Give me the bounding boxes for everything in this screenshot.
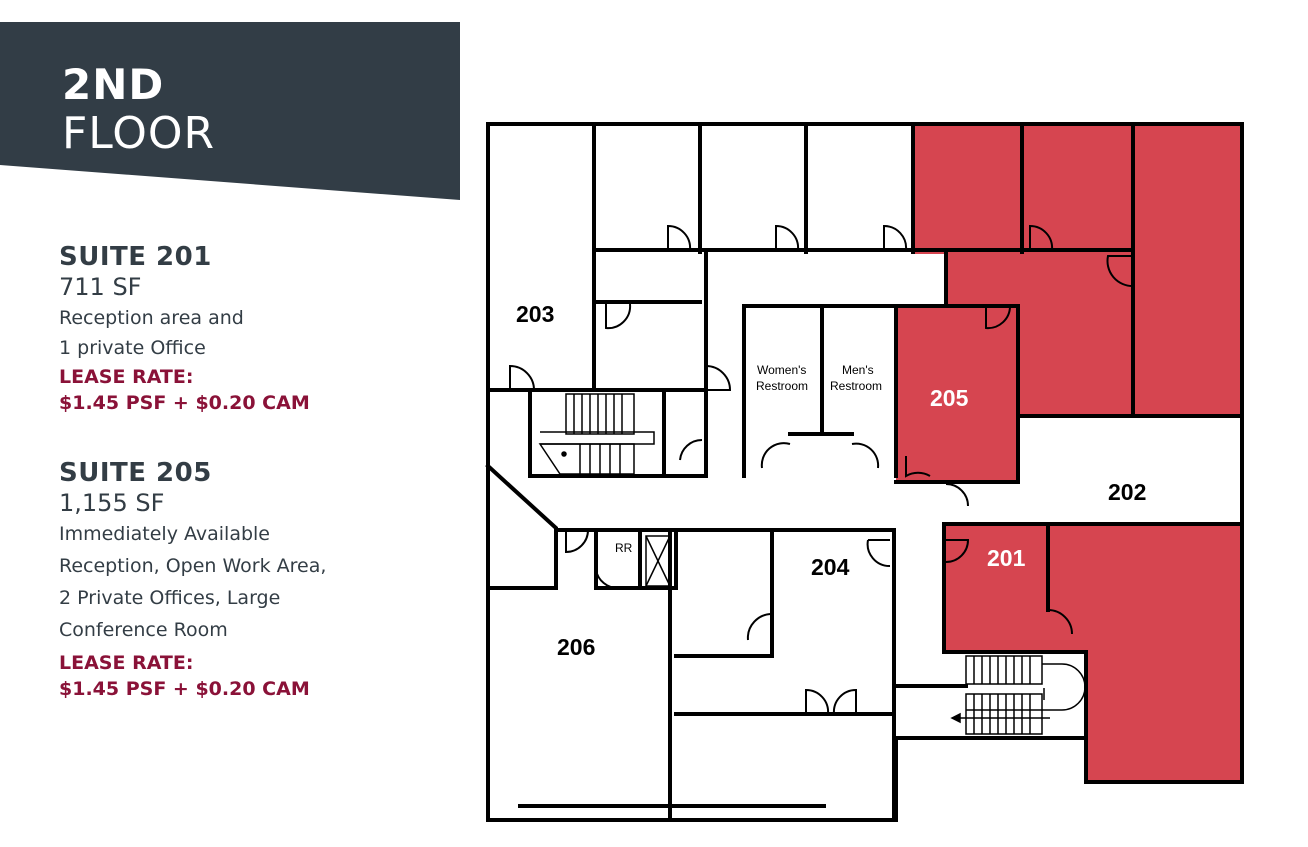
banner-shape: [0, 22, 460, 200]
floor-number: 2ND: [62, 60, 165, 109]
floor-label: FLOOR: [62, 108, 216, 159]
suite-201-info: SUITE 201 711 SF Reception area and 1 pr…: [59, 242, 310, 416]
door-swing: [746, 612, 773, 641]
suite-description-line: Conference Room: [59, 619, 228, 641]
door-swing: [565, 529, 589, 554]
suite-description-line: 2 Private Offices, Large: [59, 587, 281, 609]
suite-description-line: Immediately Available: [59, 523, 270, 545]
door-swing: [509, 364, 535, 391]
suite-sf: 1,155 SF: [59, 489, 165, 517]
suite-description-line: 1 private Office: [59, 337, 206, 359]
door-swing: [1029, 224, 1054, 251]
lease-rate-value: $1.45 PSF + $0.20 CAM: [59, 678, 310, 700]
suite-description-line: Reception area and: [59, 307, 244, 329]
door-swing: [866, 539, 891, 568]
door-swing: [1106, 255, 1134, 288]
room-204-label: 204: [811, 554, 850, 580]
door-swing: [945, 539, 970, 563]
door-swing: [705, 365, 732, 391]
suite-201-area: [944, 524, 1242, 782]
womens-restroom-label: Restroom: [756, 379, 808, 393]
door-swing: [1047, 609, 1073, 635]
header-banner: [0, 22, 460, 200]
suite-description-line: Reception, Open Work Area,: [59, 555, 327, 577]
womens-restroom-label: Women's: [757, 363, 806, 377]
door-swing: [945, 483, 969, 507]
mens-restroom-label: Men's: [842, 363, 874, 377]
mens-restroom-label: Restroom: [830, 379, 882, 393]
door-swing: [985, 305, 1012, 330]
door-swing: [905, 456, 931, 478]
room-205-label: 205: [930, 385, 969, 411]
door-swing: [883, 224, 908, 251]
door-swing: [679, 438, 703, 461]
door-swing: [832, 688, 857, 715]
lease-rate-label: LEASE RATE:: [59, 366, 194, 388]
suite-title: SUITE 205: [59, 458, 212, 488]
suite-sf: 711 SF: [59, 273, 142, 301]
lease-rate-label: LEASE RATE:: [59, 652, 194, 674]
room-202-label: 202: [1108, 479, 1146, 505]
room-201-label: 201: [987, 545, 1026, 571]
door-swing: [805, 688, 830, 715]
room-203-label: 203: [516, 301, 554, 327]
door-swing: [605, 303, 632, 330]
lease-rate-value: $1.45 PSF + $0.20 CAM: [59, 392, 310, 414]
restroom-rr-label: RR: [615, 541, 633, 555]
stairs-icon: [538, 393, 655, 475]
suite-205-info: SUITE 205 1,155 SF Immediately Available…: [59, 458, 326, 702]
door-swing: [595, 569, 619, 590]
doors: [509, 224, 1134, 715]
door-swing: [760, 442, 791, 469]
stairs-icon: [950, 655, 1086, 735]
door-swing: [667, 224, 692, 251]
elevator-icon: [645, 535, 671, 587]
door-swing: [851, 442, 880, 469]
door-swing: [775, 224, 800, 251]
suite-205-area: [896, 124, 1242, 482]
room-206-label: 206: [557, 634, 595, 660]
suite-title: SUITE 201: [59, 242, 212, 272]
available-areas: [896, 124, 1242, 782]
